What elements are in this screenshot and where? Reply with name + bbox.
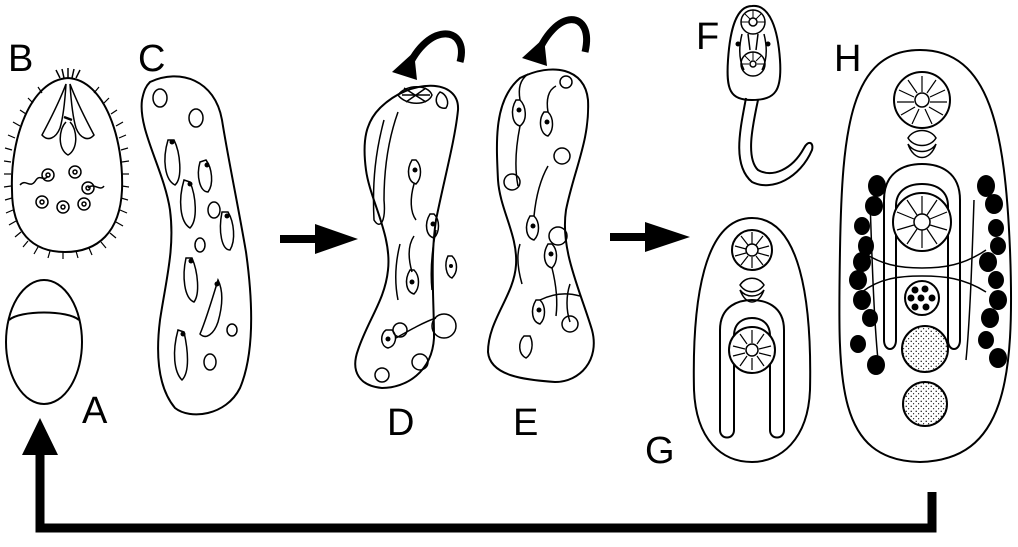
stage-e-sporocyst bbox=[488, 20, 594, 382]
stage-b-larva bbox=[4, 68, 129, 259]
label-d: D bbox=[387, 404, 414, 442]
label-g: G bbox=[645, 432, 675, 470]
stage-f-cercaria bbox=[728, 6, 813, 185]
label-f: F bbox=[696, 18, 719, 56]
stage-c-sporocyst bbox=[142, 76, 252, 414]
stage-h-adult bbox=[839, 50, 1011, 462]
arrow-c-to-d bbox=[280, 224, 358, 254]
label-h: H bbox=[834, 40, 861, 78]
label-c: C bbox=[138, 40, 165, 78]
stage-d-sporocyst bbox=[355, 34, 461, 388]
label-a: A bbox=[82, 392, 107, 430]
label-b: B bbox=[8, 40, 33, 78]
stage-g-juvenile bbox=[694, 218, 810, 462]
arrow-e-to-g bbox=[610, 222, 690, 252]
return-arrow-h-to-a bbox=[22, 418, 932, 528]
stage-a-egg bbox=[6, 280, 82, 404]
label-e: E bbox=[513, 404, 538, 442]
